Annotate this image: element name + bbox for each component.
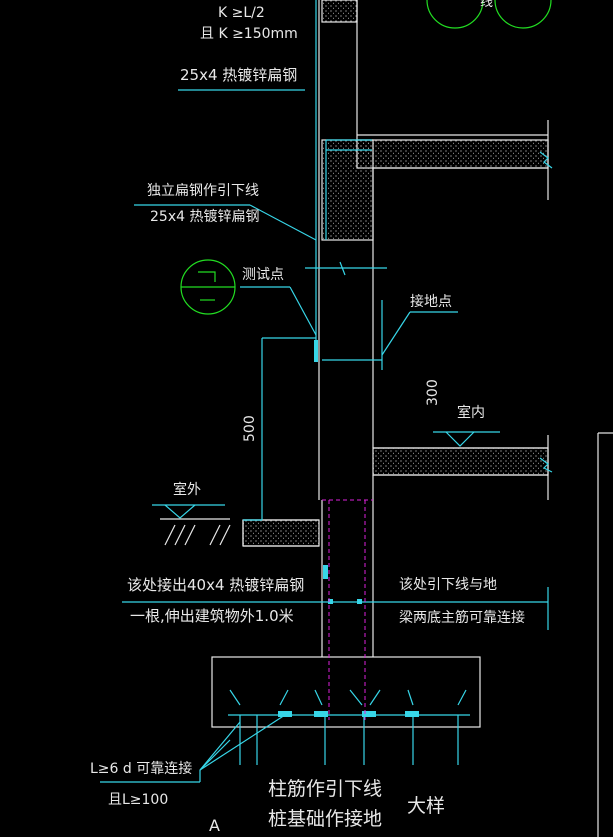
ground-point-label: 接地点 bbox=[410, 294, 452, 310]
detail-label: 大样 bbox=[407, 795, 446, 817]
lead-out-line-2: 一根,伸出建筑物外1.0米 bbox=[130, 607, 294, 625]
k-rule-2: 且 K ≥150mm bbox=[200, 26, 298, 42]
indoor-label: 室内 bbox=[457, 405, 485, 421]
dim-500: 500 bbox=[242, 415, 258, 442]
mark-a: A bbox=[209, 816, 220, 835]
pile-outline bbox=[322, 499, 373, 720]
independent-down-label: 独立扁钢作引下线 bbox=[147, 183, 259, 199]
pile-line-2: 桩基础作接地 bbox=[268, 808, 383, 830]
connect-line-1: 该处引下线与地 bbox=[399, 577, 497, 593]
test-point-symbol bbox=[180, 259, 236, 315]
test-point-label: 测试点 bbox=[242, 267, 284, 283]
connect-line-2: 梁两底主筋可靠连接 bbox=[399, 610, 525, 626]
outdoor-label: 室外 bbox=[173, 482, 201, 498]
dim-300: 300 bbox=[425, 379, 441, 406]
top-fragment-label: 线 bbox=[480, 0, 494, 10]
lead-out-line-1: 该处接出40x4 热镀锌扁钢 bbox=[127, 576, 305, 594]
wall-structure bbox=[160, 0, 613, 837]
weld-min-label: 且L≥100 bbox=[108, 792, 169, 808]
k-rule-1: K ≥L/2 bbox=[218, 5, 265, 21]
pile-line-1: 柱筋作引下线 bbox=[268, 778, 383, 800]
weld-length-label: L≥6 d 可靠连接 bbox=[90, 761, 193, 777]
weld-blocks bbox=[278, 340, 419, 717]
top-symbol-circles bbox=[426, 0, 552, 29]
cyan-lines bbox=[100, 0, 553, 783]
flat-steel-mid-label: 25x4 热镀锌扁钢 bbox=[150, 209, 260, 225]
flat-steel-top-label: 25x4 热镀锌扁钢 bbox=[180, 66, 298, 84]
